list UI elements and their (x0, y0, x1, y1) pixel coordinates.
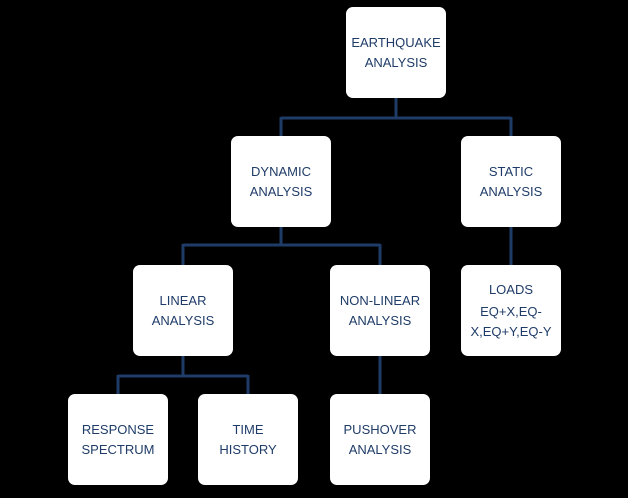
node-label: STATIC ANALYSIS (479, 163, 543, 199)
node-label: LINEAR ANALYSIS (151, 292, 215, 328)
node-label: RESPONSE SPECTRUM (81, 421, 155, 457)
time-history-node: TIME HISTORY (198, 394, 298, 485)
pushover-analysis-node: PUSHOVER ANALYSIS (330, 394, 430, 485)
nonlinear-analysis-node: NON-LINEAR ANALYSIS (330, 265, 430, 356)
linear-analysis-node: LINEAR ANALYSIS (133, 265, 233, 356)
node-label: TIME HISTORY (219, 421, 277, 457)
loads-detail: EQ+X,EQ- X,EQ+Y,EQ-Y (470, 303, 552, 339)
static-analysis-node: STATIC ANALYSIS (461, 136, 561, 227)
node-label: NON-LINEAR ANALYSIS (339, 292, 421, 328)
loads-node: LOADS EQ+X,EQ- X,EQ+Y,EQ-Y (461, 265, 561, 356)
node-label: DYNAMIC ANALYSIS (249, 163, 313, 199)
dynamic-analysis-node: DYNAMIC ANALYSIS (231, 136, 331, 227)
response-spectrum-node: RESPONSE SPECTRUM (68, 394, 168, 485)
loads-title: LOADS (488, 281, 534, 297)
earthquake-analysis-node: EARTHQUAKE ANALYSIS (346, 7, 446, 98)
node-label: PUSHOVER ANALYSIS (343, 421, 417, 457)
node-label: EARTHQUAKE ANALYSIS (351, 34, 441, 70)
